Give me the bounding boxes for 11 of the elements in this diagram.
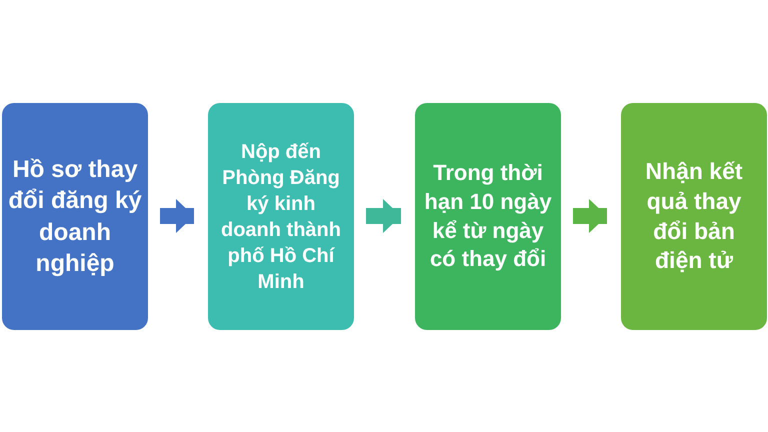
step-text: Nhận kết quả thay đổi bản điện tử [644, 156, 744, 276]
process-box [415, 103, 561, 330]
step-text: Trong thời hạn 10 ngày kể từ ngày có thay đổi [423, 159, 553, 274]
step-text: Hồ sơ thay đổi đăng ký doanh nghiệp [8, 155, 142, 279]
process-box [2, 103, 148, 330]
process-box [208, 103, 354, 330]
block-arrow [366, 199, 401, 233]
block-arrow [160, 199, 194, 233]
step-text: Nộp đến Phòng Đăng ký kinh doanh thành phố Hồ Chí Minh [220, 140, 342, 294]
process-box [621, 103, 767, 330]
block-arrow [573, 199, 607, 233]
